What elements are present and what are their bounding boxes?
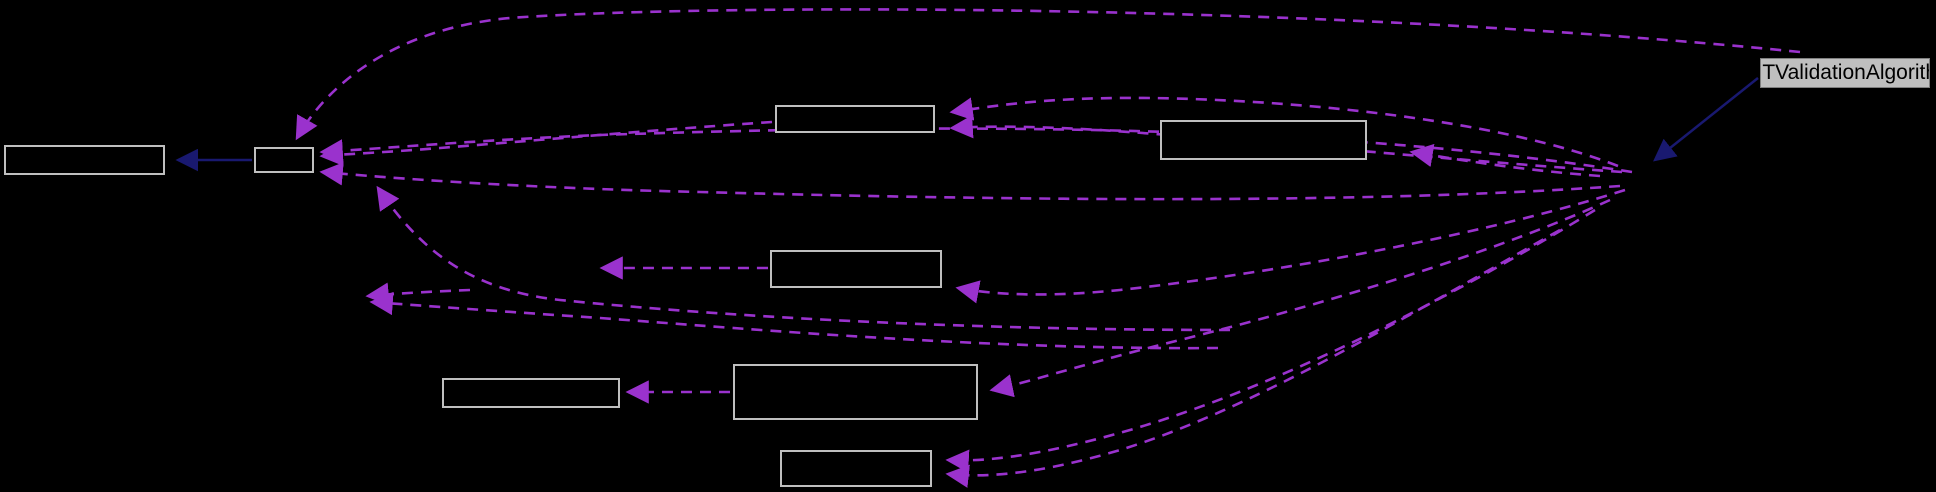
- graph-node-root-highlight[interactable]: eclTValidationAlgorithm: [1760, 58, 1930, 88]
- graph-node-7[interactable]: [780, 450, 932, 487]
- edge-n2-to-n1: [319, 120, 773, 167]
- graph-node-root-label: eclTValidationAlgorithm: [1760, 61, 1929, 85]
- graph-node-5[interactable]: [442, 378, 620, 408]
- graph-node-2[interactable]: [775, 105, 935, 133]
- edge-root-to-n7-b: [945, 228, 1561, 488]
- edge-root-to-n1-mid: [319, 127, 1633, 174]
- inheritance-edges: [175, 77, 1759, 172]
- edge-n6-to-n1: [369, 291, 1219, 350]
- edge-root-to-n1-low: [376, 185, 1231, 332]
- edge-root-inherit: [1653, 77, 1759, 162]
- edge-root-to-n2-a: [949, 96, 1619, 168]
- edge-root-to-n6: [989, 198, 1611, 398]
- graph-node-1[interactable]: [254, 147, 314, 173]
- edge-root-to-n1-bottom: [319, 162, 1621, 201]
- graph-node-0[interactable]: [4, 145, 165, 175]
- edge-mid-left-stub: [365, 282, 471, 306]
- edge-root-to-n3: [1409, 143, 1601, 178]
- graph-node-6[interactable]: [733, 364, 978, 420]
- graph-node-4[interactable]: [770, 250, 942, 288]
- graph-node-3[interactable]: [1160, 120, 1367, 160]
- edge-root-to-n1-top: [295, 8, 1801, 141]
- edge-root-to-n4: [955, 188, 1626, 304]
- edge-root-to-n7-a: [945, 208, 1596, 473]
